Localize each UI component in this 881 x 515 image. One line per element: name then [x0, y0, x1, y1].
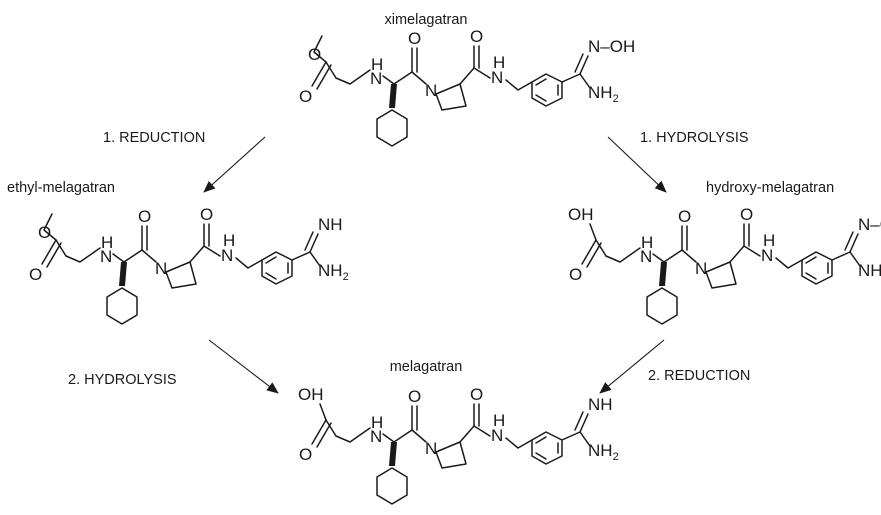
arrow-hydrolysis-step1: [607, 136, 667, 193]
arrow-reduction-step1: [203, 136, 266, 193]
step-label-hydrolysis-2: 2. HYDROLYSIS: [68, 372, 177, 388]
structure-ximelagatran: O O N–OH: [299, 27, 635, 147]
arrow-reduction-step2: [599, 339, 665, 394]
compound-name-ximelagatran: ximelagatran: [384, 12, 467, 28]
atom-label-oh: OH: [298, 385, 324, 404]
atom-label-o: O: [38, 223, 51, 242]
structure-hydroxy-melagatran: OH O N–OH: [568, 205, 881, 325]
compound-name-melagatran: melagatran: [390, 359, 463, 375]
step-label-reduction-2: 2. REDUCTION: [648, 368, 750, 384]
atom-label-o: O: [29, 265, 42, 284]
atom-label-nh: NH: [588, 395, 613, 414]
atom-label-o: O: [308, 45, 321, 64]
step-label-hydrolysis-1: 1. HYDROLYSIS: [640, 130, 749, 146]
compound-name-ethyl-melagatran: ethyl-melagatran: [7, 180, 115, 196]
atom-label-o: O: [299, 445, 312, 464]
step-label-reduction-1: 1. REDUCTION: [103, 130, 205, 146]
atom-label-oh: OH: [568, 205, 594, 224]
atom-label-o: O: [569, 265, 582, 284]
atom-label-o: O: [299, 87, 312, 106]
structure-melagatran: OH O NH: [298, 385, 619, 505]
compound-name-hydroxy-melagatran: hydroxy-melagatran: [706, 180, 834, 196]
atom-label-n-oh: N–OH: [858, 215, 881, 234]
atom-label-nh: NH: [318, 215, 343, 234]
arrow-hydrolysis-step2: [208, 339, 279, 394]
structure-ethyl-melagatran: O O NH: [29, 205, 349, 325]
atom-label-n-oh: N–OH: [588, 37, 635, 56]
